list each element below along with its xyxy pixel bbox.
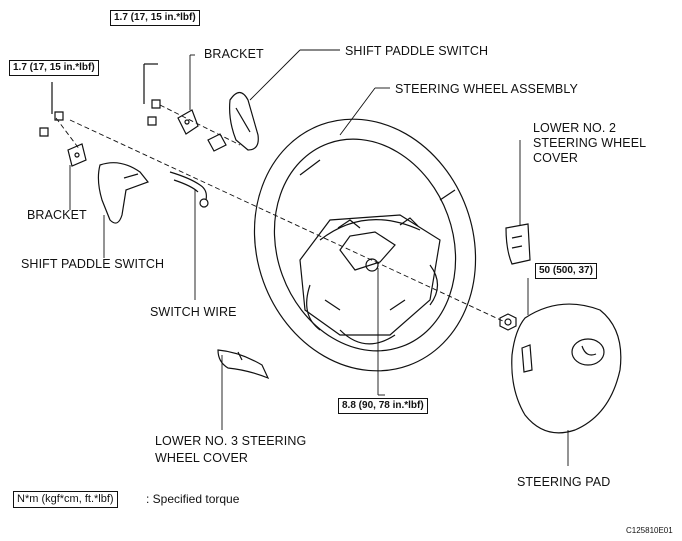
label-lower-no2-line2: STEERING WHEEL — [533, 136, 647, 150]
label-steering-wheel-assembly: STEERING WHEEL ASSEMBLY — [395, 82, 578, 96]
label-shift-paddle-switch-left: SHIFT PADDLE SWITCH — [21, 257, 165, 271]
label-bracket-top: BRACKET — [204, 47, 264, 61]
assembly-axis-line — [55, 104, 506, 323]
torque-spec-top-left: 1.7 (17, 15 in.*lbf) — [9, 60, 99, 76]
label-bracket-left: BRACKET — [27, 208, 87, 222]
lower-no3-steering-wheel-cover — [217, 349, 270, 380]
torque-spec-nut: 50 (500, 37) — [535, 263, 597, 279]
bolts-left — [39, 82, 64, 137]
shift-paddle-switch-left — [97, 162, 149, 224]
label-lower-no3-line1: LOWER NO. 3 STEERING — [155, 434, 307, 448]
torque-spec-center: 8.8 (90, 78 in.*lbf) — [338, 398, 428, 414]
leader-lines — [69, 49, 569, 466]
switch-wire — [169, 171, 209, 208]
label-lower-no2-line1: LOWER NO. 2 — [533, 121, 617, 135]
legend-unit-box: N*m (kgf*cm, ft.*lbf) — [13, 491, 118, 508]
lower-no2-steering-wheel-cover — [505, 223, 531, 265]
nut-50 — [499, 313, 517, 331]
label-lower-no3-line2: WHEEL COVER — [155, 451, 249, 465]
torque-spec-top-center: 1.7 (17, 15 in.*lbf) — [110, 10, 200, 26]
shift-paddle-switch-top — [229, 91, 259, 151]
bracket-top — [177, 109, 199, 135]
bolts-top — [143, 63, 161, 126]
label-steering-pad: STEERING PAD — [517, 475, 611, 489]
steering-pad — [511, 303, 622, 434]
steering-wheel-assembly — [253, 118, 477, 372]
connector-top — [207, 133, 227, 152]
label-lower-no2-line3: COVER — [533, 151, 578, 165]
figure-code: C125810E01 — [626, 526, 673, 535]
bracket-left — [67, 143, 87, 167]
legend-text: : Specified torque — [146, 492, 240, 506]
label-switch-wire: SWITCH WIRE — [150, 305, 237, 319]
label-shift-paddle-switch-top: SHIFT PADDLE SWITCH — [345, 44, 489, 58]
